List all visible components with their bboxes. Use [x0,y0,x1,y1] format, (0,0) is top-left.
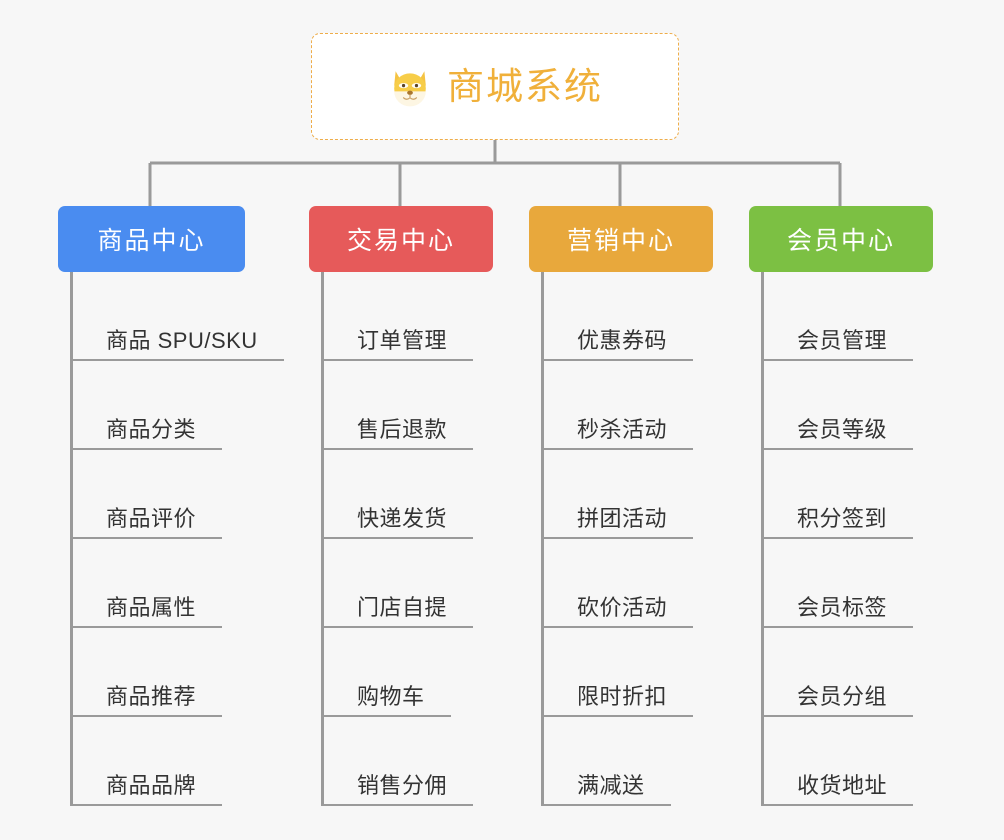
branch-header-label: 营销中心 [566,227,675,255]
leaf-label: 拼团活动 [577,505,668,531]
leaf-label: 售后退款 [357,416,448,442]
leaf-label: 商品品牌 [106,772,197,798]
shiba-dog-face-icon [387,64,433,110]
leaf-label: 收货地址 [797,772,888,798]
root-title: 商城系统 [447,66,603,107]
leaf-item[interactable]: 拼团活动 [543,450,693,539]
leaf-label: 门店自提 [357,594,448,620]
leaf-item[interactable]: 秒杀活动 [543,361,693,450]
leaf-label: 优惠券码 [577,327,668,353]
leaf-label: 商品属性 [106,594,197,620]
leaf-item[interactable]: 会员分组 [763,628,913,717]
branch-header-trade[interactable]: 交易中心 [309,206,493,272]
branch-header-label: 交易中心 [346,227,455,255]
leaf-item[interactable]: 商品 SPU/SKU [72,272,284,361]
leaf-item[interactable]: 会员标签 [763,539,913,628]
leaf-item[interactable]: 满减送 [543,717,671,806]
leaf-item[interactable]: 门店自提 [323,539,473,628]
branch-header-label: 会员中心 [786,227,895,255]
leaf-list-trade: 订单管理 售后退款 快递发货 门店自提 购物车 销售分佣 [321,272,473,806]
leaf-label: 商品分类 [106,416,197,442]
leaf-label: 销售分佣 [357,772,448,798]
branch-header-marketing[interactable]: 营销中心 [529,206,713,272]
leaf-label: 会员管理 [797,327,888,353]
leaf-item[interactable]: 商品评价 [72,450,222,539]
leaf-label: 商品 SPU/SKU [106,327,258,353]
leaf-label: 商品推荐 [106,683,197,709]
leaf-label: 快递发货 [357,505,448,531]
leaf-label: 满减送 [577,772,645,798]
leaf-label: 砍价活动 [577,594,668,620]
leaf-item[interactable]: 限时折扣 [543,628,693,717]
root-node[interactable]: 商城系统 [311,33,679,140]
branch-header-product[interactable]: 商品中心 [58,206,245,272]
leaf-item[interactable]: 积分签到 [763,450,913,539]
branch-header-label: 商品中心 [97,227,206,255]
leaf-label: 购物车 [357,683,425,709]
leaf-label: 会员标签 [797,594,888,620]
leaf-label: 会员等级 [797,416,888,442]
leaf-item[interactable]: 商品推荐 [72,628,222,717]
leaf-item[interactable]: 收货地址 [763,717,913,806]
branch-header-member[interactable]: 会员中心 [749,206,933,272]
leaf-label: 订单管理 [357,327,448,353]
leaf-label: 秒杀活动 [577,416,668,442]
leaf-item[interactable]: 商品品牌 [72,717,222,806]
leaf-item[interactable]: 商品分类 [72,361,222,450]
leaf-item[interactable]: 会员等级 [763,361,913,450]
leaf-item[interactable]: 砍价活动 [543,539,693,628]
leaf-item[interactable]: 优惠券码 [543,272,693,361]
leaf-label: 商品评价 [106,505,197,531]
leaf-item[interactable]: 商品属性 [72,539,222,628]
leaf-list-product: 商品 SPU/SKU 商品分类 商品评价 商品属性 商品推荐 商品品牌 [70,272,284,806]
leaf-list-member: 会员管理 会员等级 积分签到 会员标签 会员分组 收货地址 [761,272,913,806]
leaf-item[interactable]: 销售分佣 [323,717,473,806]
leaf-item[interactable]: 购物车 [323,628,451,717]
leaf-item[interactable]: 订单管理 [323,272,473,361]
leaf-item[interactable]: 快递发货 [323,450,473,539]
leaf-label: 限时折扣 [577,683,668,709]
leaf-item[interactable]: 售后退款 [323,361,473,450]
leaf-item[interactable]: 会员管理 [763,272,913,361]
leaf-list-marketing: 优惠券码 秒杀活动 拼团活动 砍价活动 限时折扣 满减送 [541,272,693,806]
leaf-label: 会员分组 [797,683,888,709]
leaf-label: 积分签到 [797,505,888,531]
